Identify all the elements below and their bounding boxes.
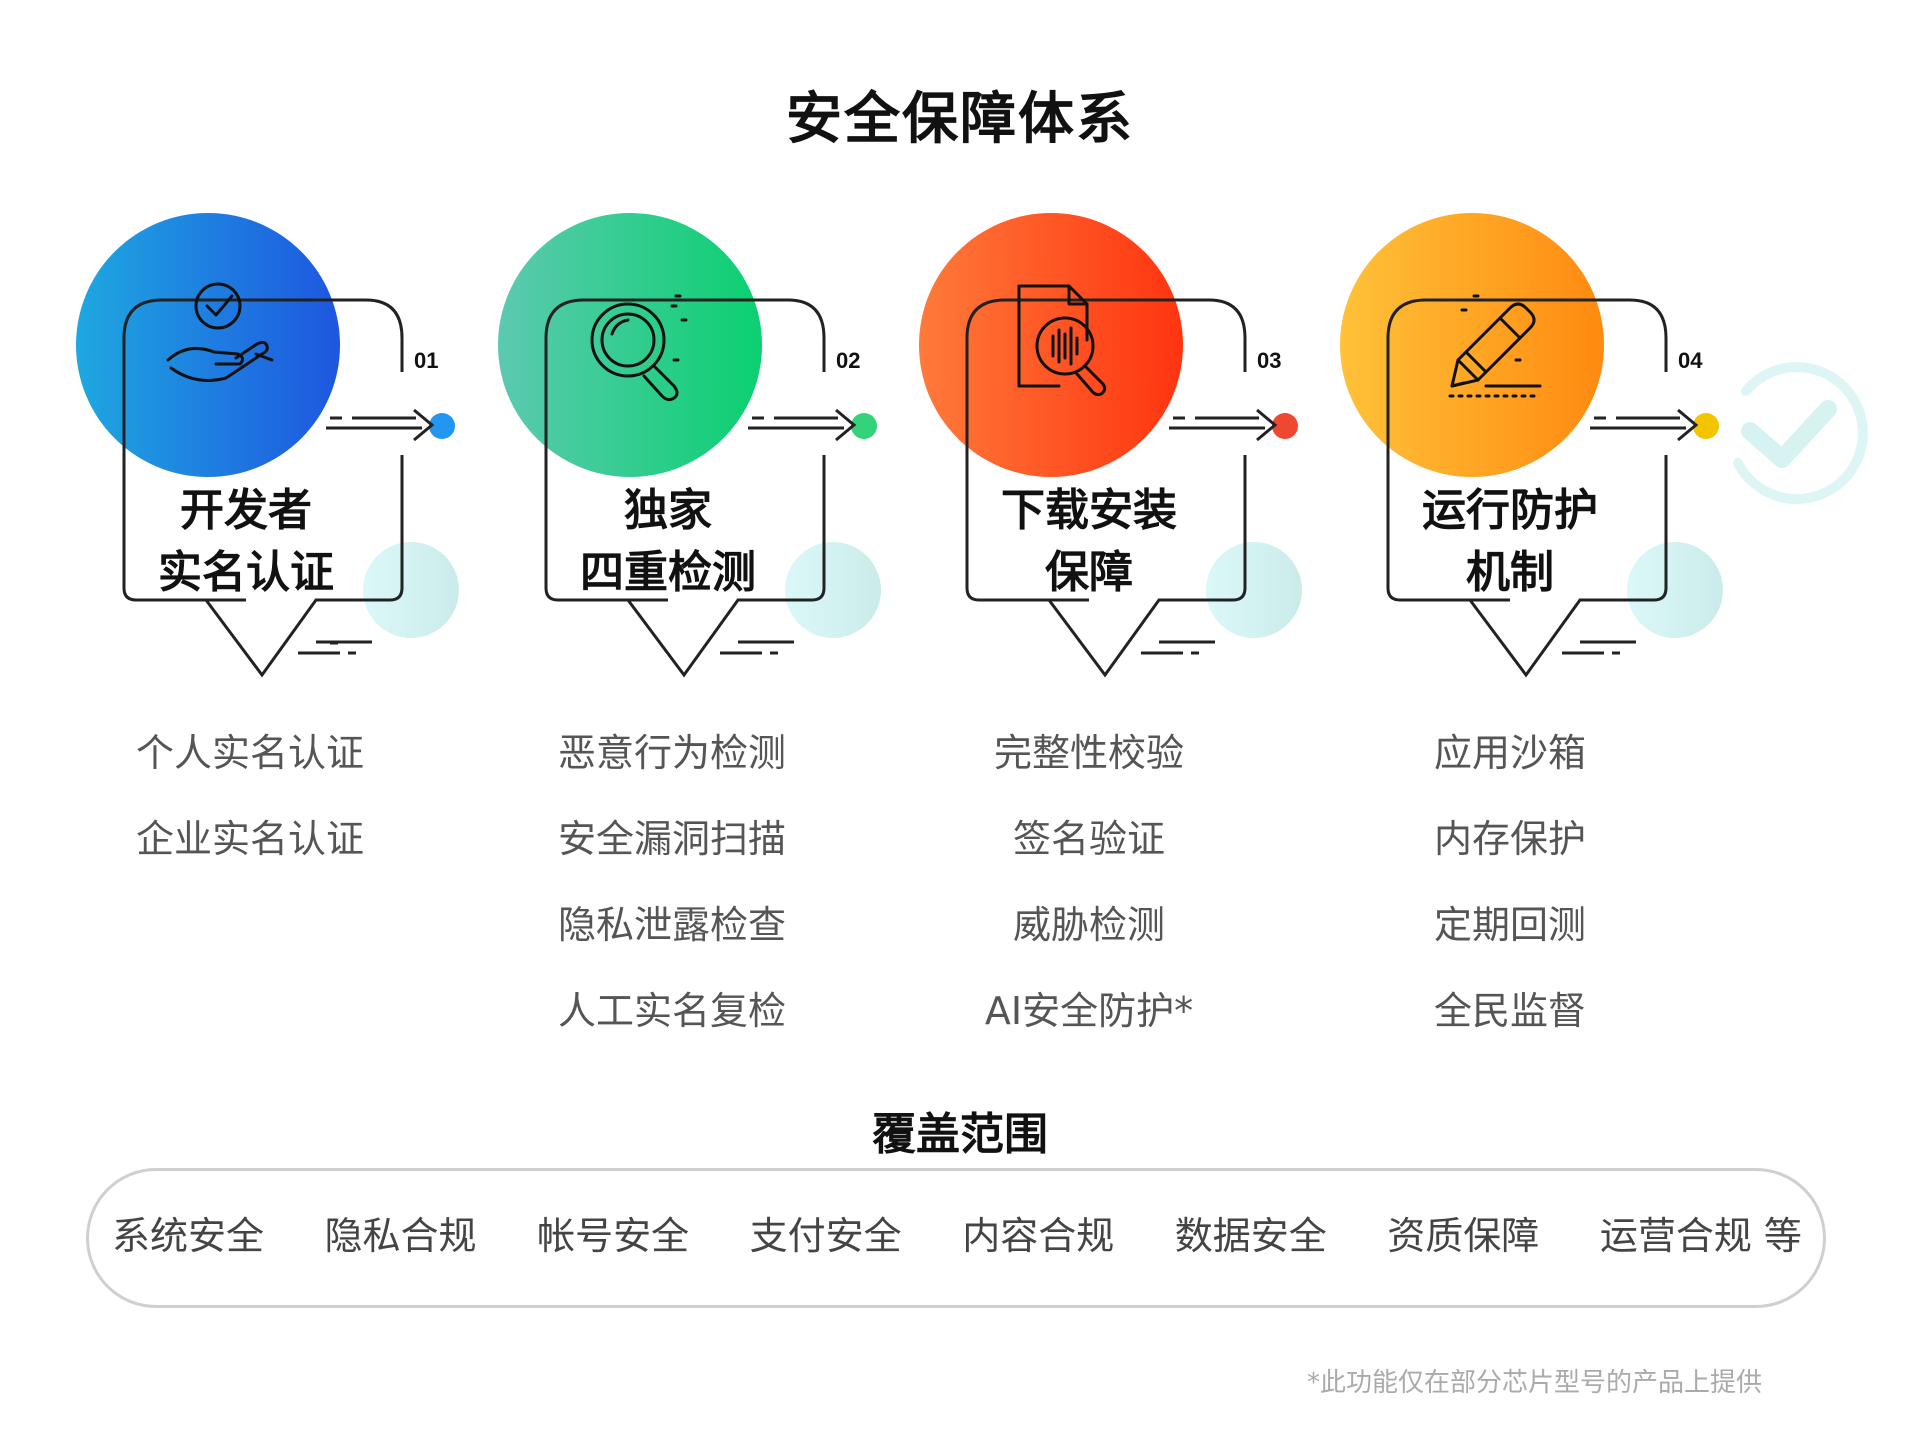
pillar-developer-auth: 01 开发者 实名认证 个人实名认证 企业实名认证 [76,210,496,1010]
decor-bubble [785,542,881,638]
pillar-items: 完整性校验 签名验证 威胁检测 AI安全防护* [979,710,1199,1054]
hand-check-icon [166,282,274,382]
step-number: 03 [1257,348,1281,373]
step-dot [851,413,877,439]
pillar-items: 个人实名认证 企业实名认证 [136,710,365,882]
step-dot [1272,413,1298,439]
pillar-heading: 开发者 实名认证 [158,485,334,598]
magnifier-icon [590,294,688,402]
decor-bubble [1206,542,1302,638]
footnote: *此功能仅在部分芯片型号的产品上提供 [1306,1368,1762,1398]
pillar-items: 应用沙箱 内存保护 定期回测 全民监督 [1400,710,1620,1054]
coverage-item: 运营合规 等 [1599,1214,1802,1258]
coverage-item: 系统安全 [112,1214,265,1258]
step-dot [1693,413,1719,439]
pillar-heading: 独家 四重检测 [580,485,756,598]
list-item: 隐私泄露检查 [558,903,787,947]
step-number: 04 [1678,348,1703,373]
pillar-frame: 03 [919,213,1302,678]
pillar-frame: 04 [1340,213,1723,678]
gradient-circle [498,213,762,477]
list-item: 内存保护 [1433,817,1586,861]
step-number: 01 [414,348,438,373]
list-item: 威胁检测 [1012,903,1165,947]
coverage-container [86,1168,1826,1308]
pillar-runtime-protection: 04 运行防护 机制 应用沙箱 内存保护 定期回测 全民监督 [1340,210,1760,1033]
step-number: 02 [836,348,860,373]
list-item: 个人实名认证 [136,731,365,775]
arrow-head-icon [1256,408,1278,442]
gradient-circle [919,213,1183,477]
list-item: 完整性校验 [993,731,1184,775]
pillar-frame: 01 [76,213,459,678]
arrow-head-icon [413,408,435,442]
pillar-four-checks: 02 独家 四重检测 恶意行为检测 安全漏洞扫描 隐私泄露检查 人工实名复检 [498,210,918,1033]
list-item: 人工实名复检 [558,989,787,1033]
coverage-item: 支付安全 [749,1214,902,1258]
arrow-head-icon [835,408,857,442]
check-circle-icon [1733,362,1868,505]
gradient-circle [76,213,340,477]
coverage-list: 系统安全 隐私合规 帐号安全 支付安全 内容合规 数据安全 资质保障 运营合规 … [112,1205,1802,1265]
coverage-item: 资质保障 [1387,1214,1540,1258]
decor-bubble [363,542,459,638]
list-item: 全民监督 [1433,989,1586,1033]
pillar-frame: 02 [498,213,881,678]
pillar-items: 恶意行为检测 安全漏洞扫描 隐私泄露检查 人工实名复检 [558,710,787,1054]
coverage-item: 帐号安全 [537,1214,690,1258]
list-item: 安全漏洞扫描 [558,817,787,861]
document-scan-icon [1017,284,1107,396]
list-item: 企业实名认证 [136,817,365,861]
list-item: 签名验证 [1012,817,1165,861]
pillar-heading: 下载安装 保障 [1001,485,1177,598]
coverage-item: 内容合规 [962,1214,1115,1258]
list-item: 恶意行为检测 [558,731,787,775]
step-dot [429,413,455,439]
list-item: 应用沙箱 [1433,731,1586,775]
pencil-icon [1448,294,1542,398]
pillar-heading: 运行防护 机制 [1422,485,1598,598]
arrow-head-icon [1677,408,1699,442]
decor-bubble [1627,542,1723,638]
list-item: AI安全防护* [984,989,1194,1033]
list-item: 定期回测 [1433,903,1586,947]
page-title: 安全保障体系 [786,87,1134,152]
coverage-item: 数据安全 [1174,1214,1327,1258]
coverage-item: 隐私合规 [324,1214,477,1258]
coverage-title: 覆盖范围 [872,1109,1048,1160]
pillar-download-install: 03 下载安装 保障 完整性校验 签名验证 威胁检测 AI安全防护* [919,210,1339,1033]
